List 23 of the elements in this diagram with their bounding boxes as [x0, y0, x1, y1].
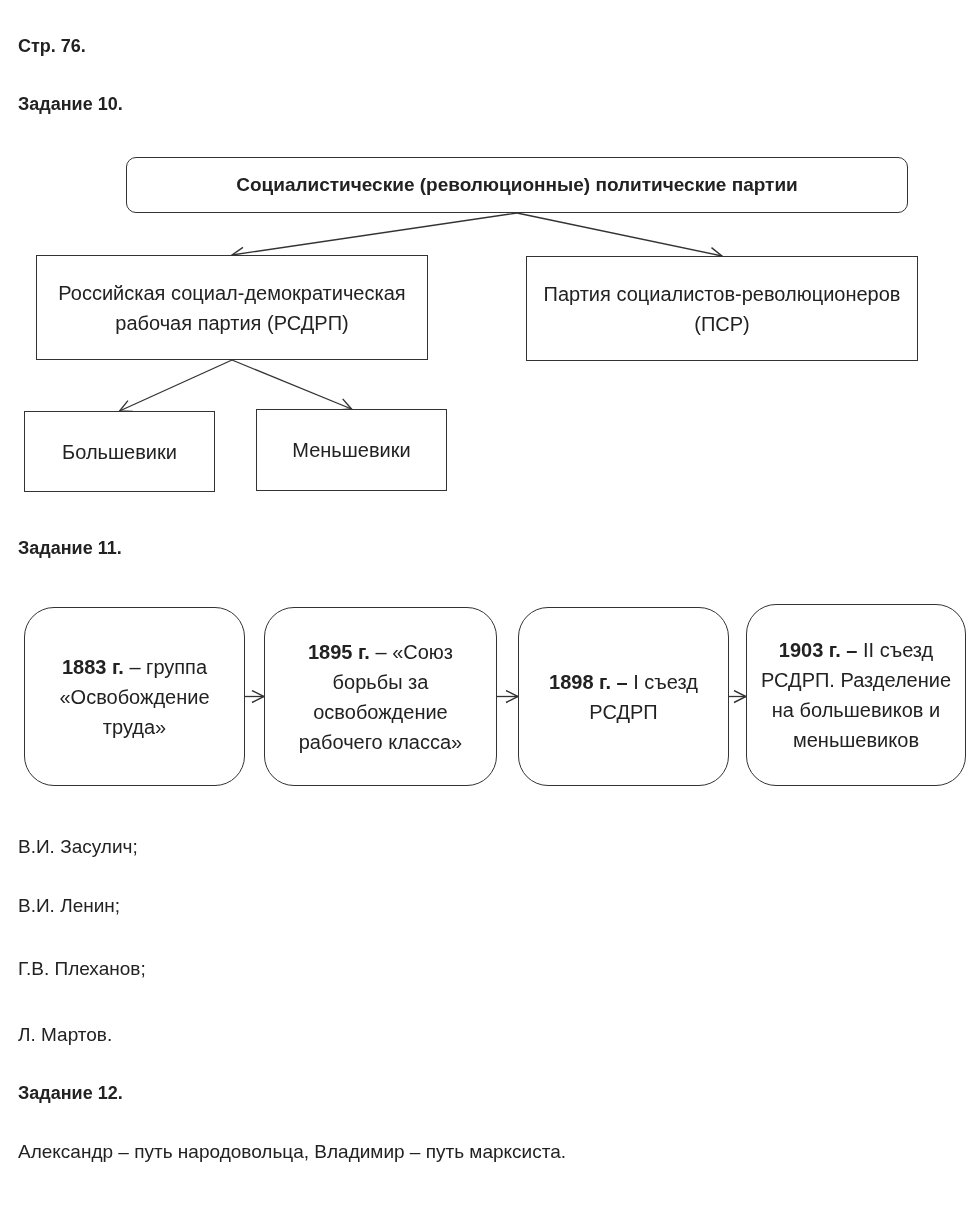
timeline-box: 1903 г. – II съезд РСДРП. Разделение на большевиков и меньшевиков [746, 604, 966, 786]
timeline-box: 1898 г. – I съезд РСДРП [518, 607, 729, 786]
arrow [118, 359, 233, 413]
party-box: Российская социал-демократическая рабочая партия (РСДРП) [36, 255, 428, 360]
task-heading: Задание 11. [18, 538, 122, 559]
party-box: Меньшевики [256, 409, 447, 491]
arrow [728, 689, 747, 704]
answer-text: Г.В. Плеханов; [18, 958, 146, 980]
arrow [231, 359, 353, 411]
arrow [496, 689, 519, 704]
category-box: Социалистические (революционные) политические партии [126, 157, 908, 213]
timeline-box: 1895 г. – «Союз борьбы за освобождение рабочего класса» [264, 607, 497, 786]
party-box: Партия социалистов-революционеров (ПСР) [526, 256, 918, 361]
arrow [244, 689, 265, 704]
task-heading: Задание 10. [18, 94, 123, 115]
task-heading: Задание 12. [18, 1083, 123, 1104]
task-heading: Стр. 76. [18, 36, 86, 57]
answer-text: Александр – путь народовольца, Владимир – путь марксиста. [18, 1141, 567, 1163]
timeline-box: 1883 г. – группа «Освобождение труда» [24, 607, 245, 786]
party-box: Большевики [24, 411, 215, 492]
answer-text: В.И. Засулич; [18, 836, 138, 858]
answer-text: В.И. Ленин; [18, 895, 121, 917]
answer-text: Л. Мартов. [18, 1024, 113, 1046]
